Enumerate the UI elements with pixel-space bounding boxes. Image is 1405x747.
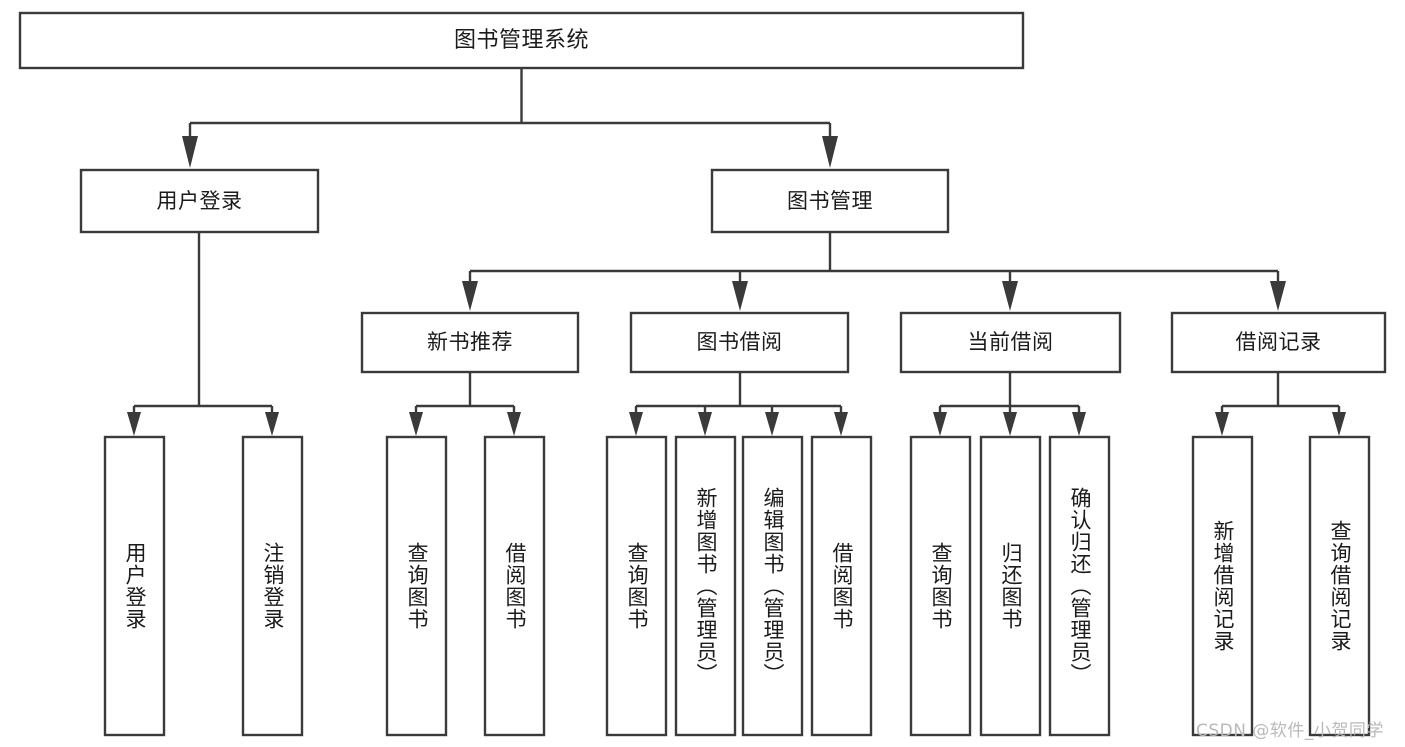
arrow-cb-leaf-2	[1003, 412, 1017, 436]
connector-group-book-management	[462, 232, 1286, 311]
node-box-leaf-edit-book[interactable]	[741, 435, 804, 737]
node-box-new-book-recommend[interactable]	[360, 311, 580, 374]
arrow-cb-leaf-3	[1072, 412, 1086, 436]
arrow-br-leaf-1	[1215, 412, 1229, 436]
arrow-bb-leaf-2	[698, 412, 712, 436]
node-box-borrow-record[interactable]	[1170, 311, 1387, 374]
node-box-root[interactable]	[18, 11, 1025, 70]
node-box-leaf-borrow-book-1[interactable]	[483, 435, 546, 737]
connector-group-user-login	[127, 232, 279, 436]
connector-group-new-book	[409, 372, 521, 436]
arrow-bm-to-borrow	[732, 281, 748, 311]
arrow-bb-leaf-3	[765, 412, 779, 436]
arrow-bm-to-record	[1270, 281, 1286, 311]
node-box-leaf-borrow-book-2[interactable]	[810, 435, 873, 737]
node-box-current-borrow[interactable]	[899, 311, 1122, 374]
node-box-user-login[interactable]	[79, 168, 320, 234]
node-box-leaf-user-login[interactable]	[103, 435, 166, 737]
arrow-cb-leaf-1	[933, 412, 947, 436]
connector-group-borrow-record	[1215, 372, 1346, 436]
arrow-root-to-book-management	[822, 136, 838, 168]
node-box-book-management[interactable]	[710, 168, 950, 234]
node-box-leaf-query-book-2[interactable]	[605, 435, 668, 737]
arrow-bm-to-current	[1002, 281, 1018, 311]
arrow-bb-leaf-1	[629, 412, 643, 436]
arrow-br-leaf-2	[1332, 412, 1346, 436]
node-box-leaf-add-record[interactable]	[1191, 435, 1254, 737]
connector-group-root	[182, 68, 838, 168]
node-box-leaf-return-book[interactable]	[979, 435, 1042, 737]
node-box-leaf-logout-login[interactable]	[241, 435, 304, 737]
node-box-leaf-query-book-3[interactable]	[909, 435, 972, 737]
node-box-leaf-confirm-return[interactable]	[1048, 435, 1111, 737]
arrow-bb-leaf-4	[834, 412, 848, 436]
arrow-nb-leaf-2	[507, 412, 521, 436]
node-box-leaf-query-book-1[interactable]	[385, 435, 448, 737]
node-box-leaf-add-book[interactable]	[674, 435, 737, 737]
arrow-root-to-user-login	[182, 136, 198, 168]
arrow-ul-leaf-1	[127, 412, 141, 436]
arrow-nb-leaf-1	[409, 412, 423, 436]
connector-group-book-borrow	[629, 372, 848, 436]
connector-group-current-borrow	[933, 372, 1086, 436]
arrow-bm-to-newbook	[462, 281, 478, 311]
node-box-leaf-query-record[interactable]	[1308, 435, 1371, 737]
node-box-book-borrow[interactable]	[629, 311, 850, 374]
arrow-ul-leaf-2	[265, 412, 279, 436]
